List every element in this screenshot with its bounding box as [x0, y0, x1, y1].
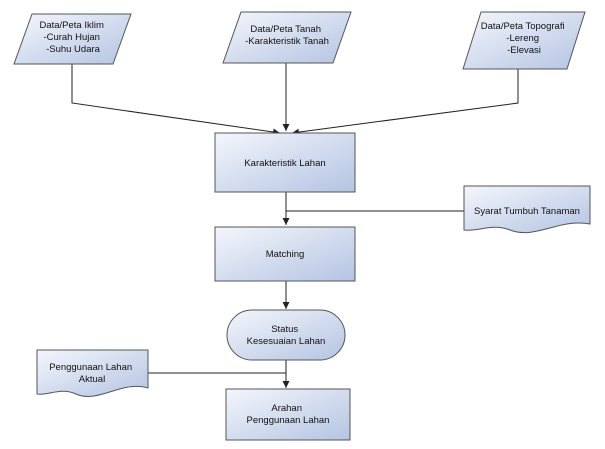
syarat-text: Syarat Tumbuh Tanaman [474, 206, 580, 217]
node-tanah: Data/Peta Tanah -Karakteristik Tanah [222, 11, 352, 64]
iklim-parallelogram [13, 13, 132, 65]
syarat-document-shape [463, 185, 591, 234]
node-karakteristik: Karakteristik Lahan [214, 132, 356, 193]
syarat-line-1: Syarat Tumbuh Tanaman [474, 206, 580, 217]
penggunaan-line-1: Penggunaan Lahan [49, 362, 132, 373]
tanah-text: Data/Peta Tanah -Karakteristik Tanah [245, 24, 329, 47]
matching-line-1: Matching [266, 249, 305, 260]
karakteristik-box [214, 132, 356, 193]
edge-topografi-to-karakteristik [291, 69, 519, 136]
node-matching: Matching [214, 226, 356, 282]
edge-iklim-to-karakteristik [71, 64, 281, 136]
matching-text: Matching [266, 249, 305, 260]
arahan-box [225, 388, 351, 441]
arahan-line-1: Arahan [271, 403, 302, 414]
penggunaan-document-shape [36, 349, 149, 397]
iklim-line-3: -Suhu Udara [46, 44, 101, 55]
karakteristik-line-1: Karakteristik Lahan [244, 158, 325, 169]
arahan-line-2: Penggunaan Lahan [247, 415, 330, 426]
topografi-line-2: -Lereng [506, 33, 539, 44]
karakteristik-text: Karakteristik Lahan [244, 158, 325, 169]
penggunaan-text: Penggunaan Lahan Aktual [49, 362, 135, 385]
topografi-text: Data/Peta Topografi -Lereng -Elevasi [481, 21, 567, 56]
edges [71, 63, 519, 388]
iklim-line-1: Data/Peta Iklim [39, 20, 103, 31]
status-text: Status Kesesuaian Lahan [247, 324, 326, 347]
node-iklim: Data/Peta Iklim -Curah Hujan -Suhu Udara [13, 13, 132, 65]
status-terminator [226, 309, 346, 361]
status-line-1: Status [271, 324, 298, 335]
node-penggunaan: Penggunaan Lahan Aktual [36, 349, 149, 397]
tanah-line-2: -Karakteristik Tanah [245, 36, 329, 47]
iklim-text: Data/Peta Iklim -Curah Hujan -Suhu Udara [39, 20, 106, 55]
node-status: Status Kesesuaian Lahan [226, 309, 346, 361]
penggunaan-line-2: Aktual [79, 374, 105, 385]
topografi-parallelogram [462, 11, 586, 70]
status-line-2: Kesesuaian Lahan [247, 336, 326, 347]
tanah-parallelogram [222, 11, 352, 64]
matching-box [214, 226, 356, 282]
iklim-line-2: -Curah Hujan [43, 32, 100, 43]
tanah-line-1: Data/Peta Tanah [250, 24, 321, 35]
node-topografi: Data/Peta Topografi -Lereng -Elevasi [462, 11, 586, 70]
node-arahan: Arahan Penggunaan Lahan [225, 388, 351, 441]
topografi-line-1: Data/Peta Topografi [481, 21, 565, 32]
topografi-line-3: -Elevasi [507, 45, 541, 56]
arahan-text: Arahan Penggunaan Lahan [247, 403, 330, 426]
node-syarat: Syarat Tumbuh Tanaman [463, 185, 591, 234]
